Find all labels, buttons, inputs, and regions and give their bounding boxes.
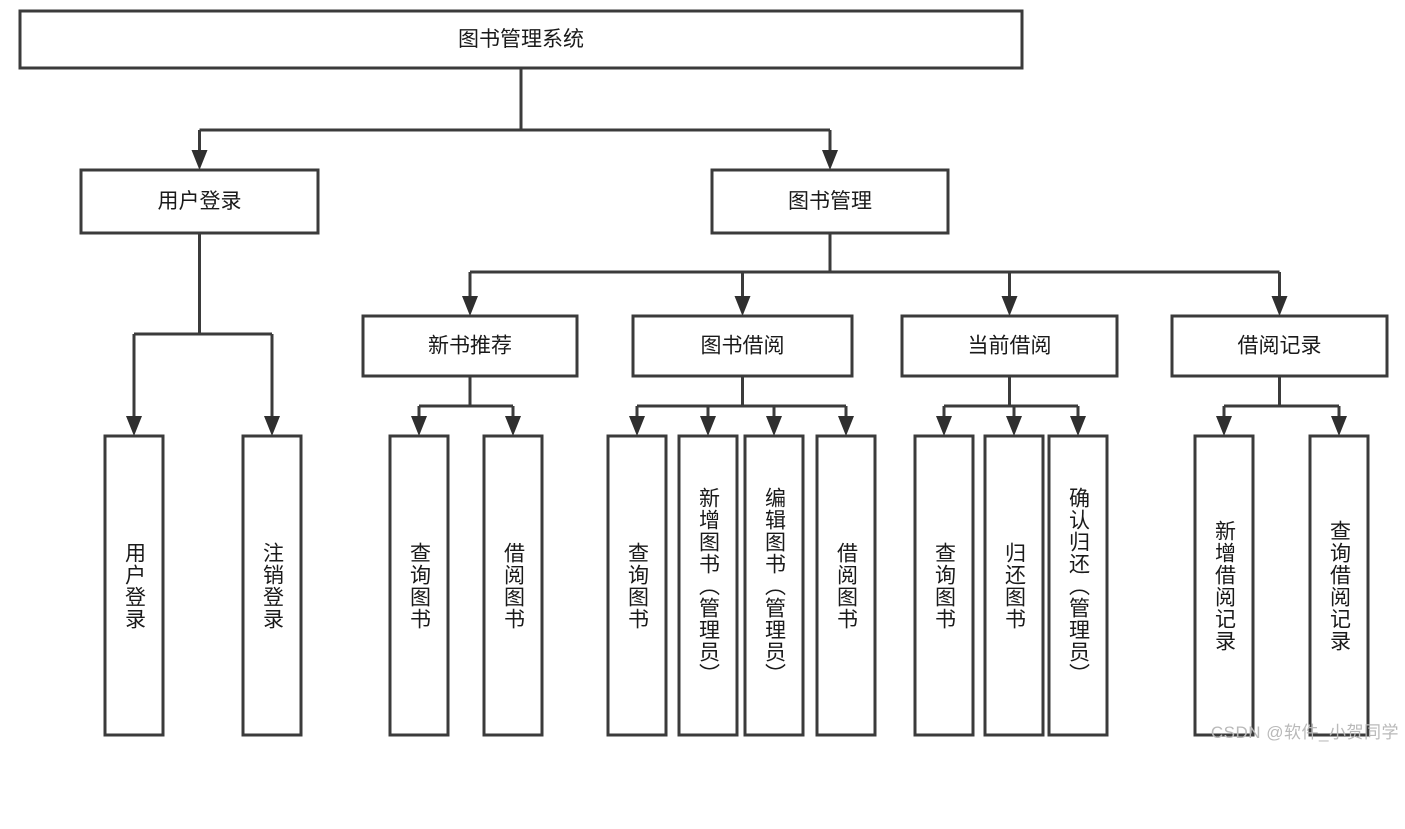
node-box-leaf-logout-login[interactable]: [241, 434, 303, 737]
node-box-leaf-borrow-book-1[interactable]: [482, 434, 544, 737]
node-box-new-book-recommend[interactable]: [361, 314, 579, 378]
connector-root-to-user-login-arrowhead: [191, 150, 208, 170]
connector-layer: [126, 68, 1347, 436]
node-label-book-borrow: 图书借阅: [701, 335, 785, 358]
node-box-leaf-query-book-2[interactable]: [606, 434, 668, 737]
node-box-leaf-confirm-return[interactable]: [1047, 434, 1109, 737]
node-box-current-borrow[interactable]: [900, 314, 1119, 378]
connector-borrow-record-to-leaf-add-record-arrowhead: [1216, 416, 1232, 436]
flowchart-diagram: 图书管理系统用户登录图书管理新书推荐图书借阅当前借阅借阅记录 用户登录注销登录查…: [18, 9, 1399, 742]
node-box-book-manage[interactable]: [710, 168, 950, 235]
connector-book-manage-to-new-book-recommend-arrowhead: [462, 296, 478, 316]
node-box-root[interactable]: [18, 9, 1024, 70]
node-box-leaf-query-book-1[interactable]: [388, 434, 450, 737]
node-box-book-borrow[interactable]: [631, 314, 854, 378]
node-box-leaf-return-book[interactable]: [983, 434, 1045, 737]
watermark-text: CSDN @软件_小贺同学: [1210, 723, 1399, 742]
node-box-leaf-edit-book[interactable]: [743, 434, 805, 737]
node-box-leaf-query-book-3[interactable]: [913, 434, 975, 737]
node-box-leaf-user-login[interactable]: [103, 434, 165, 737]
connector-current-borrow-to-leaf-query-book-3-arrowhead: [936, 416, 952, 436]
connector-current-borrow-to-leaf-confirm-return-arrowhead: [1070, 416, 1086, 436]
connector-current-borrow-to-leaf-return-book-arrowhead: [1006, 416, 1022, 436]
connector-book-borrow-to-leaf-borrow-book-2-arrowhead: [838, 416, 854, 436]
node-box-leaf-borrow-book-2[interactable]: [815, 434, 877, 737]
connector-book-borrow-to-leaf-add-book-arrowhead: [700, 416, 716, 436]
box-layer: [18, 9, 1389, 737]
connector-book-manage-to-book-borrow-arrowhead: [734, 296, 751, 316]
node-box-user-login[interactable]: [79, 168, 320, 235]
connector-user-login-to-leaf-user-login-arrowhead: [126, 416, 142, 436]
connector-user-login-to-leaf-logout-login-arrowhead: [264, 416, 280, 436]
connector-book-borrow-to-leaf-query-book-2-arrowhead: [629, 416, 645, 436]
connector-new-book-recommend-to-leaf-borrow-book-1-arrowhead: [505, 416, 521, 436]
node-label-root: 图书管理系统: [458, 28, 584, 51]
node-label-book-manage: 图书管理: [788, 190, 872, 213]
connector-book-manage-to-current-borrow-arrowhead: [1001, 296, 1018, 316]
connector-borrow-record-to-leaf-query-record-arrowhead: [1331, 416, 1347, 436]
connector-new-book-recommend-to-leaf-query-book-1-arrowhead: [411, 416, 427, 436]
node-label-borrow-record: 借阅记录: [1238, 335, 1322, 358]
node-box-leaf-add-record[interactable]: [1193, 434, 1255, 737]
connector-book-manage-to-borrow-record-arrowhead: [1271, 296, 1288, 316]
node-label-user-login: 用户登录: [158, 190, 242, 213]
node-label-current-borrow: 当前借阅: [968, 335, 1052, 358]
connector-book-borrow-to-leaf-edit-book-arrowhead: [766, 416, 782, 436]
node-box-leaf-query-record[interactable]: [1308, 434, 1370, 737]
node-label-new-book-recommend: 新书推荐: [428, 335, 512, 358]
node-box-leaf-add-book[interactable]: [677, 434, 739, 737]
node-box-borrow-record[interactable]: [1170, 314, 1389, 378]
connector-root-to-book-manage-arrowhead: [822, 150, 838, 170]
